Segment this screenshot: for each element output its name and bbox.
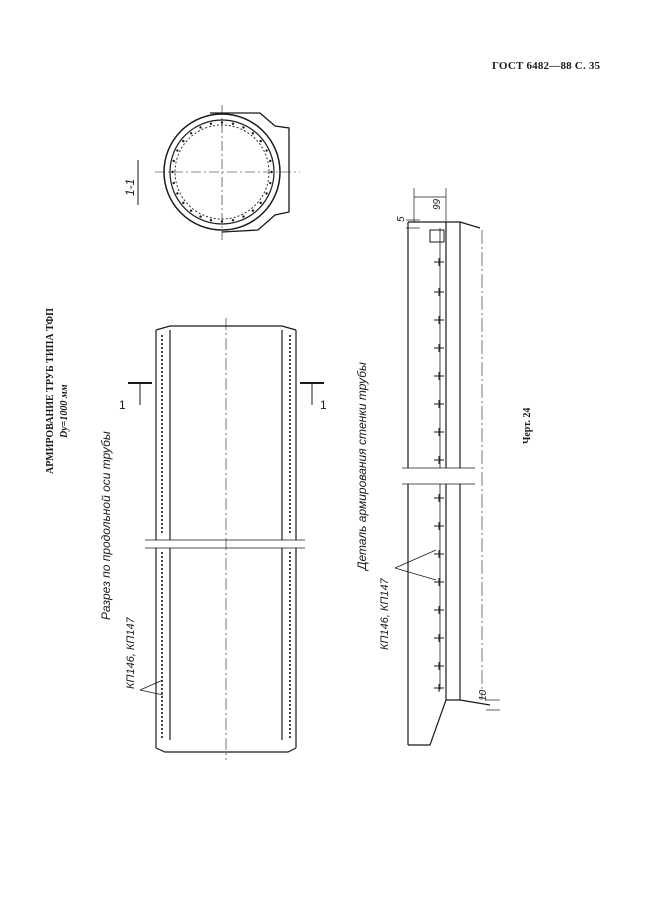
rebar-dot <box>189 132 193 135</box>
rebar-dot <box>269 159 272 163</box>
cross-section-rebar-dots <box>171 121 273 223</box>
rebar-dot <box>251 209 255 212</box>
rebar-dot <box>242 126 245 129</box>
drawing-subtitle: Dy=1000 мм <box>59 384 70 438</box>
rebar-dot <box>265 149 268 152</box>
rebar-dot <box>220 121 224 124</box>
section-mark-right: 1 <box>320 398 327 412</box>
dimension-top-offset: 5 <box>396 216 407 222</box>
rebar-dot <box>231 219 235 222</box>
rebar-dot <box>220 220 224 223</box>
rebar-dot <box>251 132 255 135</box>
cage-label-left: КП146, КП147 <box>125 617 137 689</box>
rebar-dot <box>189 209 193 212</box>
rebar-dot <box>270 170 273 174</box>
drawing-title: АРМИРОВАНИЕ ТРУБ ТИПА ТФП <box>45 308 56 474</box>
rebar-dot <box>199 126 202 129</box>
section-mark-left: 1 <box>119 398 126 412</box>
rebar-dot <box>231 122 235 125</box>
cross-section-view <box>155 105 300 240</box>
rebar-dot <box>182 201 185 205</box>
rebar-dot <box>269 181 272 185</box>
rebar-dot <box>242 215 245 218</box>
rebar-dot <box>259 201 262 205</box>
dimension-top-width: 99 <box>432 198 443 210</box>
rebar-dot <box>176 192 179 195</box>
figure-label: Черт. 24 <box>522 407 533 444</box>
section-label: 1-1 <box>123 178 137 196</box>
rebar-dot <box>259 139 262 143</box>
rebar-dot <box>172 159 175 163</box>
rebar-dot <box>209 219 213 222</box>
wall-detail-caption: Деталь армирования стенки трубы <box>355 362 369 570</box>
rebar-dot <box>199 215 202 218</box>
rebar-dot <box>171 170 174 174</box>
rebar-dot <box>265 192 268 195</box>
cage-label-right: КП146, КП147 <box>379 578 391 650</box>
wall-detail-view <box>394 188 500 746</box>
rebar-dot <box>176 149 179 152</box>
longitudinal-section-view <box>128 318 324 760</box>
rebar-dot <box>172 181 175 185</box>
wall-rebar-marks <box>434 258 444 692</box>
rebar-dot <box>182 139 185 143</box>
dimension-bottom-offset: 10 <box>478 689 489 701</box>
longitudinal-caption: Разрез по продольной оси трубы <box>99 431 113 620</box>
rebar-dot <box>209 122 213 125</box>
standard-header: ГОСТ 6482—88 С. 35 <box>492 60 601 72</box>
